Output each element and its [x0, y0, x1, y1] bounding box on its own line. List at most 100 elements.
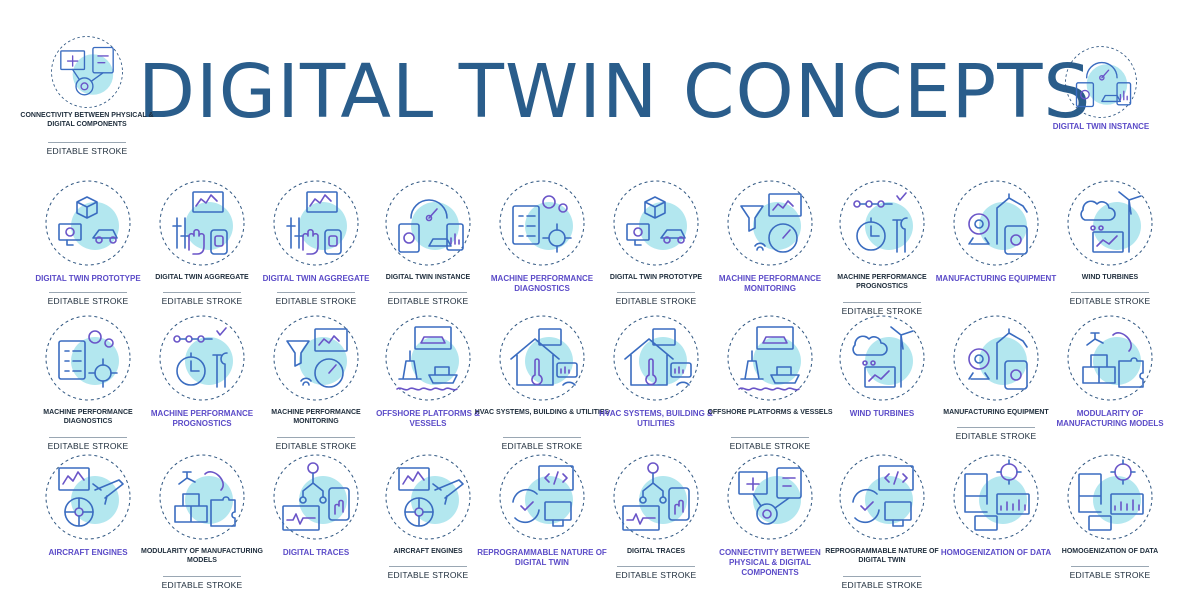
concept-label: MACHINE PERFORMANCE DIAGNOSTICS: [43, 409, 133, 425]
editable-stroke-text: EDITABLE STROKE: [161, 580, 243, 590]
concept-label: DIGITAL TWIN INSTANCE: [1052, 122, 1150, 131]
editable-stroke-caption: EDITABLE STROKE: [1044, 566, 1176, 580]
funnel-gauge-icon: [727, 180, 813, 266]
concept-label: MACHINE PERFORMANCE MONITORING: [718, 274, 822, 293]
stopwatch-tools-icon: [159, 315, 245, 401]
puzzle-icon: [159, 454, 245, 540]
concept-label: DIGITAL TWIN AGGREGATE: [155, 274, 249, 281]
offshore-platform-icon: [385, 315, 471, 401]
concept-label: MANUFACTURING EQUIPMENT: [943, 409, 1049, 416]
concept-label: MODULARITY OF MANUFACTURING MODELS: [141, 548, 263, 564]
concept-label: MACHINE PERFORMANCE DIAGNOSTICS: [490, 274, 594, 293]
cube-car-icon: [45, 180, 131, 266]
concept-label: WIND TURBINES: [849, 409, 915, 418]
editable-stroke-text: EDITABLE STROKE: [387, 570, 469, 580]
editable-stroke-text: EDITABLE STROKE: [729, 441, 811, 451]
editable-stroke-caption: EDITABLE STROKE: [816, 576, 948, 590]
caption-divider: [389, 566, 467, 567]
concept-label: DIGITAL TWIN INSTANCE: [385, 274, 471, 281]
editable-stroke-text: EDITABLE STROKE: [841, 580, 923, 590]
editable-stroke-text: EDITABLE STROKE: [841, 306, 923, 316]
house-thermometer-icon: [499, 315, 585, 401]
editable-stroke-caption: EDITABLE STROKE: [704, 437, 836, 451]
caption-divider: [49, 437, 127, 438]
editable-stroke-caption: EDITABLE STROKE: [136, 292, 268, 306]
data-charts-icon: [953, 454, 1039, 540]
caption-divider: [503, 437, 581, 438]
concept-label: DIGITAL TRACES: [282, 548, 350, 557]
robot-arm-icon: [953, 180, 1039, 266]
concept-label: REPROGRAMMABLE NATURE OF DIGITAL TWIN: [825, 548, 939, 564]
concept-label: AIRCRAFT ENGINES: [48, 548, 128, 557]
concept-label: MACHINE PERFORMANCE PROGNOSTICS: [150, 409, 254, 428]
concept-label: DIGITAL TRACES: [626, 548, 686, 555]
editable-stroke-caption: EDITABLE STROKE: [250, 292, 382, 306]
editable-stroke-caption: EDITABLE STROKE: [816, 302, 948, 316]
concept-label: CONNECTIVITY BETWEEN PHYSICAL & DIGITAL …: [20, 112, 154, 128]
caption-divider: [163, 576, 241, 577]
stopwatch-tools-icon: [839, 180, 925, 266]
wind-turbine-icon: [839, 315, 925, 401]
editable-stroke-text: EDITABLE STROKE: [275, 296, 357, 306]
concept-label: MACHINE PERFORMANCE MONITORING: [271, 409, 361, 425]
caption-divider: [1071, 292, 1149, 293]
editable-stroke-caption: EDITABLE STROKE: [250, 437, 382, 451]
editable-stroke-text: EDITABLE STROKE: [615, 296, 697, 306]
gauge-icon: [1065, 46, 1137, 118]
digital-traces-icon: [273, 454, 359, 540]
concept-label: HOMOGENIZATION OF DATA: [940, 548, 1052, 557]
offshore-platform-icon: [727, 315, 813, 401]
editable-stroke-caption: EDITABLE STROKE: [1044, 292, 1176, 306]
caption-divider: [843, 576, 921, 577]
code-window-icon: [839, 454, 925, 540]
concept-label: MANUFACTURING EQUIPMENT: [935, 274, 1057, 283]
caption-divider: [389, 292, 467, 293]
house-thermometer-icon: [613, 315, 699, 401]
puzzle-icon: [1067, 315, 1153, 401]
cube-car-icon: [613, 180, 699, 266]
editable-stroke-text: EDITABLE STROKE: [387, 296, 469, 306]
concept-label: DIGITAL TWIN AGGREGATE: [262, 274, 370, 283]
concept-label: REPROGRAMMABLE NATURE OF DIGITAL TWIN: [477, 548, 607, 567]
concept-label: HOMOGENIZATION OF DATA: [1061, 548, 1159, 555]
editable-stroke-text: EDITABLE STROKE: [955, 431, 1037, 441]
editable-stroke-text: EDITABLE STROKE: [161, 296, 243, 306]
editable-stroke-caption: EDITABLE STROKE: [362, 566, 494, 580]
concept-label: OFFSHORE PLATFORMS & VESSELS: [376, 409, 480, 428]
concept-label: OFFSHORE PLATFORMS & VESSELS: [707, 409, 833, 416]
editable-stroke-text: EDITABLE STROKE: [47, 441, 129, 451]
data-charts-icon: [1067, 454, 1153, 540]
checklist-gears-icon: [499, 180, 585, 266]
page-title: DIGITAL TWIN CONCEPTS: [138, 49, 1092, 135]
concept-label: WIND TURBINES: [1081, 274, 1139, 281]
checklist-gears-icon: [45, 315, 131, 401]
connectivity-icon: [727, 454, 813, 540]
editable-stroke-caption: EDITABLE STROKE: [476, 437, 608, 451]
editable-stroke-text: EDITABLE STROKE: [501, 441, 583, 451]
caption-divider: [957, 427, 1035, 428]
editable-stroke-caption: EDITABLE STROKE: [362, 292, 494, 306]
concept-label: CONNECTIVITY BETWEEN PHYSICAL & DIGITAL …: [719, 548, 821, 577]
touch-sliders-icon: [159, 180, 245, 266]
concept-label: AIRCRAFT ENGINES: [393, 548, 463, 555]
editable-stroke-caption: EDITABLE STROKE: [22, 437, 154, 451]
editable-stroke-text: EDITABLE STROKE: [275, 441, 357, 451]
caption-divider: [617, 566, 695, 567]
editable-stroke-text: EDITABLE STROKE: [615, 570, 697, 580]
editable-stroke-text: EDITABLE STROKE: [1069, 296, 1151, 306]
concept-label: DIGITAL TWIN PROTOTYPE: [609, 274, 703, 281]
connectivity-icon: [51, 36, 123, 108]
caption-divider: [277, 292, 355, 293]
aircraft-engine-icon: [385, 454, 471, 540]
funnel-gauge-icon: [273, 315, 359, 401]
editable-stroke-caption: EDITABLE STROKE: [590, 566, 722, 580]
editable-stroke-caption: EDITABLE STROKE: [21, 142, 153, 156]
caption-divider: [1071, 566, 1149, 567]
editable-stroke-caption: EDITABLE STROKE: [590, 292, 722, 306]
concept-label: MACHINE PERFORMANCE PROGNOSTICS: [837, 274, 927, 290]
editable-stroke-text: EDITABLE STROKE: [46, 146, 128, 156]
code-window-icon: [499, 454, 585, 540]
caption-divider: [49, 292, 127, 293]
caption-divider: [163, 292, 241, 293]
caption-divider: [843, 302, 921, 303]
